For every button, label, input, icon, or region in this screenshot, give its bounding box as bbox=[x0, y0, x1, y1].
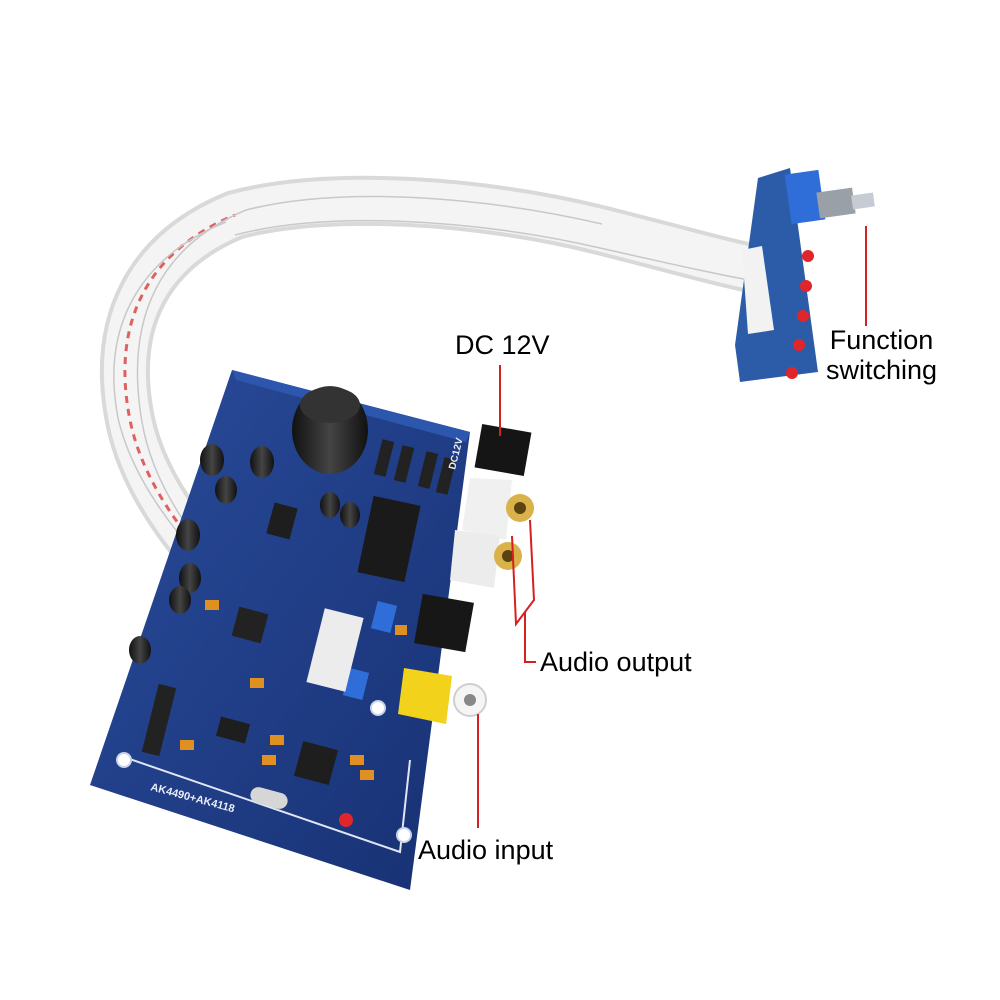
function-switching-label: Function switching bbox=[826, 325, 938, 385]
audio-output-label: Audio output bbox=[540, 647, 692, 677]
audio-input-label: Audio input bbox=[418, 835, 554, 865]
callout-lines bbox=[477, 226, 867, 828]
coaxial-input-jack bbox=[398, 668, 487, 724]
dc-jack bbox=[474, 423, 532, 477]
rca-output-jacks bbox=[450, 478, 534, 588]
optical-input bbox=[414, 593, 474, 653]
main-pcb: AK4490+AK4118 DC12V bbox=[90, 370, 470, 890]
function-switching-line1: Function bbox=[829, 325, 934, 355]
dc-12v-label: DC 12V bbox=[455, 330, 550, 360]
function-switch-board bbox=[735, 168, 875, 382]
function-switching-line2: switching bbox=[826, 354, 938, 385]
